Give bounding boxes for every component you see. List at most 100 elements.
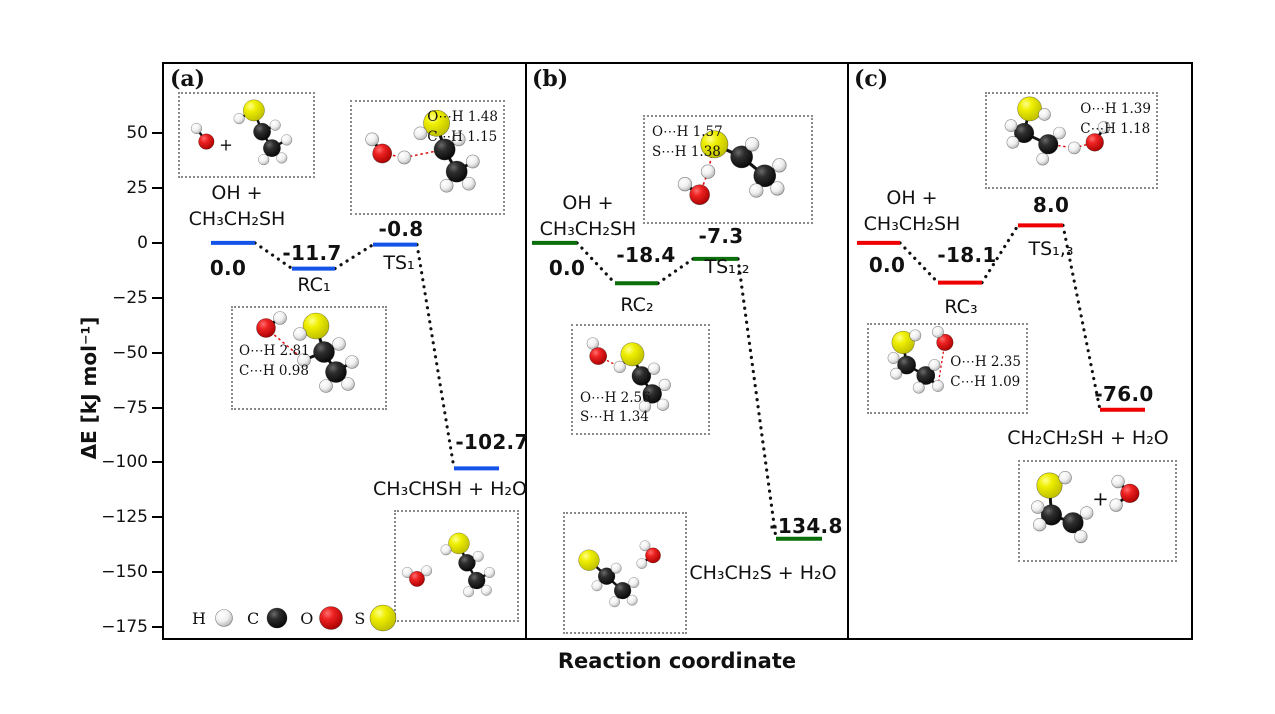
- energy-value-label: -7.3: [698, 224, 744, 248]
- reactants-label-line: CH₃CH₂SH: [188, 208, 286, 230]
- stationary-point-label: RC₃: [944, 296, 978, 318]
- energy-value-label: 0.0: [548, 256, 586, 280]
- energy-value-label: -102.7: [455, 430, 529, 454]
- reactants-label: OH +CH₃CH₂SH: [846, 185, 978, 237]
- O-atom-sphere-icon: [319, 606, 344, 630]
- reactants-label-line: CH₃CH₂SH: [863, 213, 961, 235]
- reactants-label-line: CH₃CH₂SH: [539, 218, 637, 240]
- legend-item-O: O: [300, 604, 345, 632]
- bond-length-line: S⋯H 1.38: [652, 143, 721, 160]
- y-tick-mark: [152, 241, 162, 244]
- energy-value-label: -0.8: [378, 217, 424, 241]
- molecule-drawing: [401, 532, 496, 598]
- bond-length-line: O⋯H 1.39: [1080, 101, 1151, 117]
- y-tick-label: 0: [137, 232, 148, 253]
- energy-profile-curve: [857, 223, 1145, 412]
- product-species-label: CH₃CHSH + H₂O: [373, 478, 527, 500]
- panel-divider: [525, 64, 527, 638]
- bond-length-line: O⋯H 2.56: [580, 389, 651, 406]
- C-atom-sphere-icon: [266, 607, 288, 629]
- molecule-inset-products-structure: [563, 512, 687, 634]
- y-tick-label: −100: [101, 452, 148, 473]
- stationary-point-label: RC₂: [620, 294, 654, 316]
- S-atom-sphere-icon: [369, 604, 397, 632]
- energy-value-label: -76.0: [1094, 382, 1154, 406]
- y-axis-label: ΔE [kJ mol⁻¹]: [77, 316, 101, 460]
- stationary-point-label: TS₁,₃: [1028, 238, 1074, 260]
- y-tick-label: −150: [101, 562, 148, 583]
- reactants-label-line: OH +: [562, 192, 614, 214]
- y-tick-label: −75: [112, 397, 148, 418]
- panel-letter: (c): [854, 66, 889, 92]
- bond-length-line: C⋯H 1.18: [1080, 120, 1151, 137]
- y-tick-label: 25: [126, 178, 148, 199]
- molecule-drawing: +: [190, 99, 293, 166]
- y-tick-mark: [152, 571, 162, 574]
- legend-item-C: C: [247, 604, 291, 632]
- reactants-label-line: OH +: [211, 182, 263, 204]
- product-species-label: CH₃CH₂S + H₂O: [689, 562, 837, 584]
- y-tick-mark: [152, 626, 162, 629]
- y-tick-label: −125: [101, 507, 148, 528]
- molecule-drawing: [887, 326, 954, 394]
- molecule-drawing: +: [1031, 471, 1140, 544]
- bond-length-line: S⋯H 1.34: [580, 409, 649, 426]
- y-tick-mark: [152, 132, 162, 135]
- molecule-drawing: [1004, 96, 1111, 166]
- legend-element-symbol: H: [192, 608, 206, 628]
- reactants-label: OH + CH₃CH₂SH: [171, 180, 303, 232]
- y-tick-label: 50: [126, 123, 148, 144]
- molecule-drawing: [256, 311, 359, 393]
- y-tick-mark: [152, 406, 162, 409]
- energy-value-label: 0.0: [868, 253, 906, 277]
- y-tick-label: −50: [112, 342, 148, 363]
- molecule-drawing: [578, 540, 661, 608]
- molecule-inset-reactants-structure: +: [178, 92, 315, 178]
- y-tick-label: −175: [101, 617, 148, 638]
- bond-length-line: C⋯H 0.98: [239, 362, 309, 379]
- bond-length-line: C⋯H 1.15: [427, 128, 498, 145]
- panel-divider: [847, 64, 849, 638]
- stationary-point-label: TS₁: [383, 252, 415, 274]
- energy-value-label: -11.7: [282, 241, 342, 265]
- y-tick-mark: [152, 461, 162, 464]
- energy-value-label: -18.4: [616, 243, 676, 267]
- molecule-inset-products-structure: [394, 510, 519, 622]
- y-tick-mark: [152, 187, 162, 190]
- molecule-inset-products-structure: +: [1018, 460, 1177, 562]
- reactants-label: OH + CH₃CH₂SH: [522, 190, 654, 242]
- panel-letter: (b): [532, 66, 569, 92]
- x-axis-label: Reaction coordinate: [557, 649, 797, 673]
- H-atom-sphere-icon: [215, 609, 233, 627]
- molecule-drawing: [677, 130, 787, 205]
- legend-element-symbol: S: [354, 608, 366, 628]
- y-tick-mark: [152, 351, 162, 354]
- y-tick-mark: [152, 296, 162, 299]
- energy-value-label: 0.0: [209, 256, 247, 280]
- legend-element-symbol: C: [246, 608, 260, 628]
- molecule-drawing: [586, 337, 671, 413]
- legend-element-symbol: O: [300, 608, 314, 628]
- svg-text:+: +: [1092, 488, 1108, 511]
- energy-value-label: -18.1: [937, 243, 997, 267]
- svg-text:+: +: [219, 135, 233, 154]
- energy-profile-curve: [211, 240, 499, 471]
- legend-item-S: S: [354, 604, 397, 632]
- bond-length-line: O⋯H 1.57: [652, 124, 723, 140]
- bond-length-line: O⋯H 1.48: [427, 109, 498, 125]
